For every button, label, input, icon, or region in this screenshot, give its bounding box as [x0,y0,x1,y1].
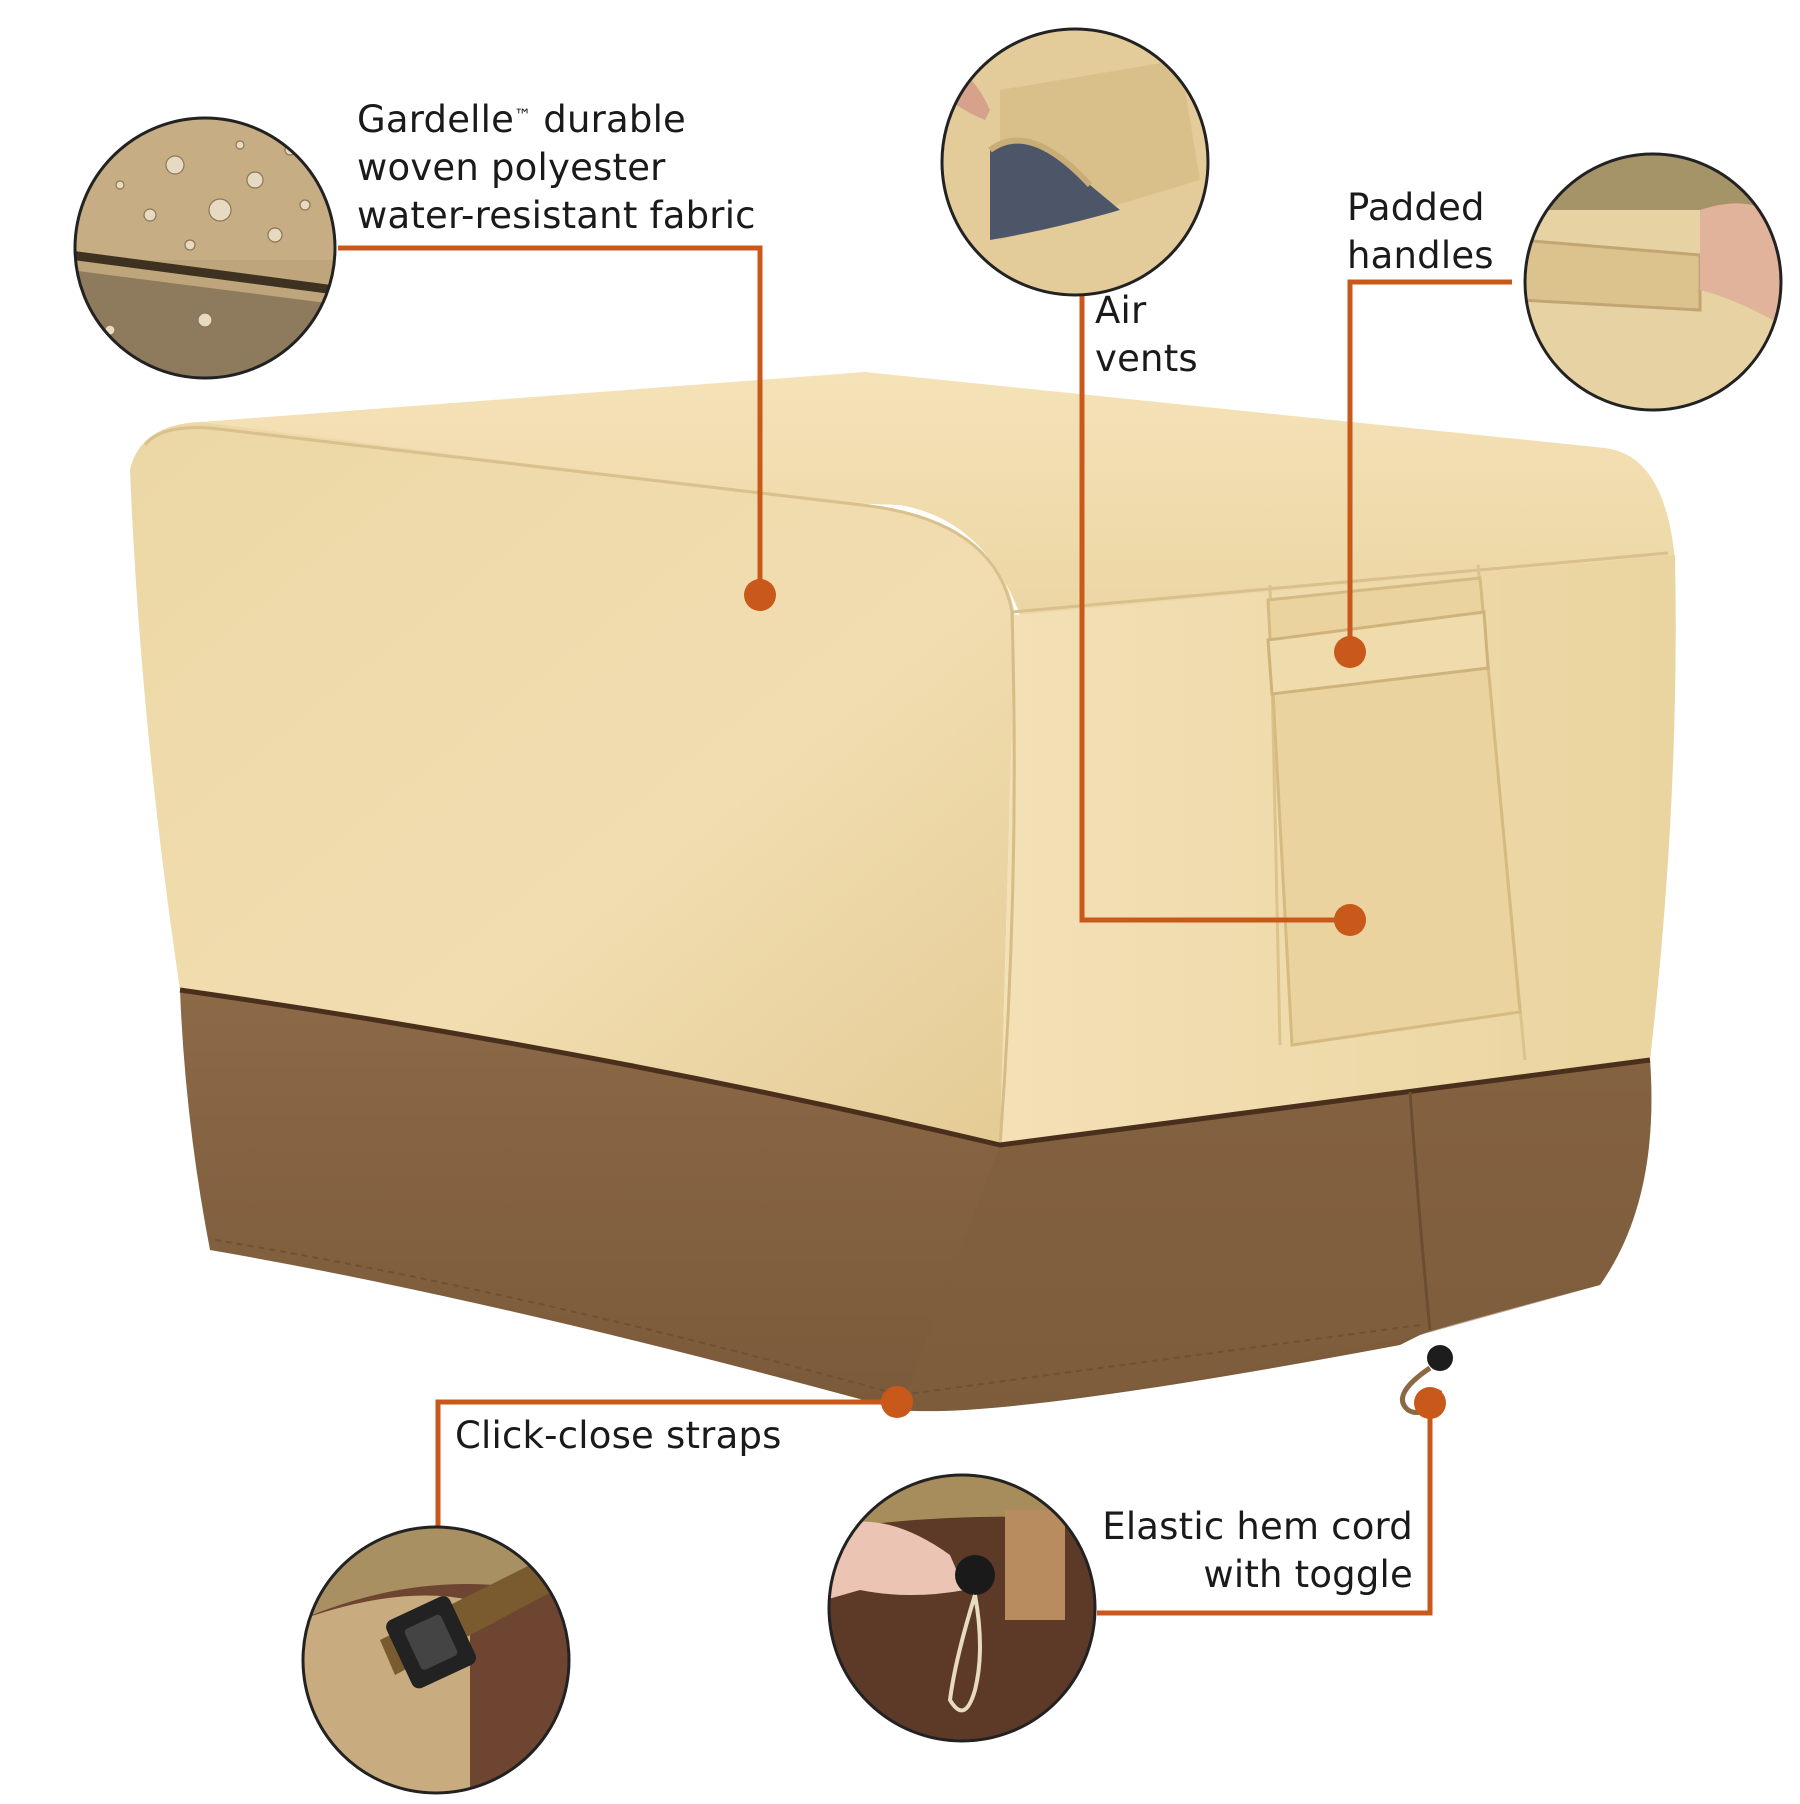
click-close-straps-line1: Click-close straps [455,1414,782,1457]
hem-cord-toggle [1427,1345,1453,1371]
air-vents-dot [1334,904,1366,936]
buckle-strap-icon [301,1525,571,1795]
air-vent-closeup-icon [940,27,1210,297]
straps-dot [881,1386,913,1418]
padded-handle [1266,610,1490,696]
callout-connectors [338,245,1512,1616]
elastic-hem-cord-line1: Elastic hem cord [1102,1505,1413,1548]
elastic-hem-cord-callout-label: Elastic hem cord with toggle [1102,1503,1413,1599]
cover-piping [179,987,1651,1148]
air-vents-connector-line [1079,295,1350,923]
callout-dots [744,579,1446,1419]
cover-front-panel [130,422,1015,1145]
padded-handles-callout-label: Padded handles [1347,184,1494,280]
hem-cord-dot [1414,1387,1446,1419]
trademark-symbol: ™ [514,106,532,126]
cover-top [130,372,1675,615]
fabric-dot [744,579,776,611]
ottoman-cover-product [130,372,1676,1415]
water-droplets-fabric-icon [73,116,337,380]
fabric-callout-line2: woven polyester [357,146,666,189]
cord-toggle-icon [827,1473,1097,1743]
air-vents-line2: vents [1095,337,1198,380]
elastic-hem-cord-line2: with toggle [1203,1553,1413,1596]
hand-pulling-handle-icon [1523,152,1783,412]
fabric-connector-line [338,245,763,595]
handles-connector-line [1347,279,1512,652]
padded-handles-line1: Padded [1347,186,1485,229]
padded-handles-line2: handles [1347,234,1494,277]
air-vent-flap [1266,576,1522,1047]
straps-connector-line [435,1399,897,1527]
fabric-callout-label: Gardelle™ durable woven polyester water-… [357,96,756,240]
handles-dot [1334,636,1366,668]
air-vents-callout-label: Air vents [1095,287,1198,383]
hem-cord-connector-line [1097,1403,1433,1616]
fabric-callout-line3: water-resistant fabric [357,194,756,237]
air-vents-line1: Air [1095,289,1147,332]
click-close-straps-callout-label: Click-close straps [455,1412,782,1460]
